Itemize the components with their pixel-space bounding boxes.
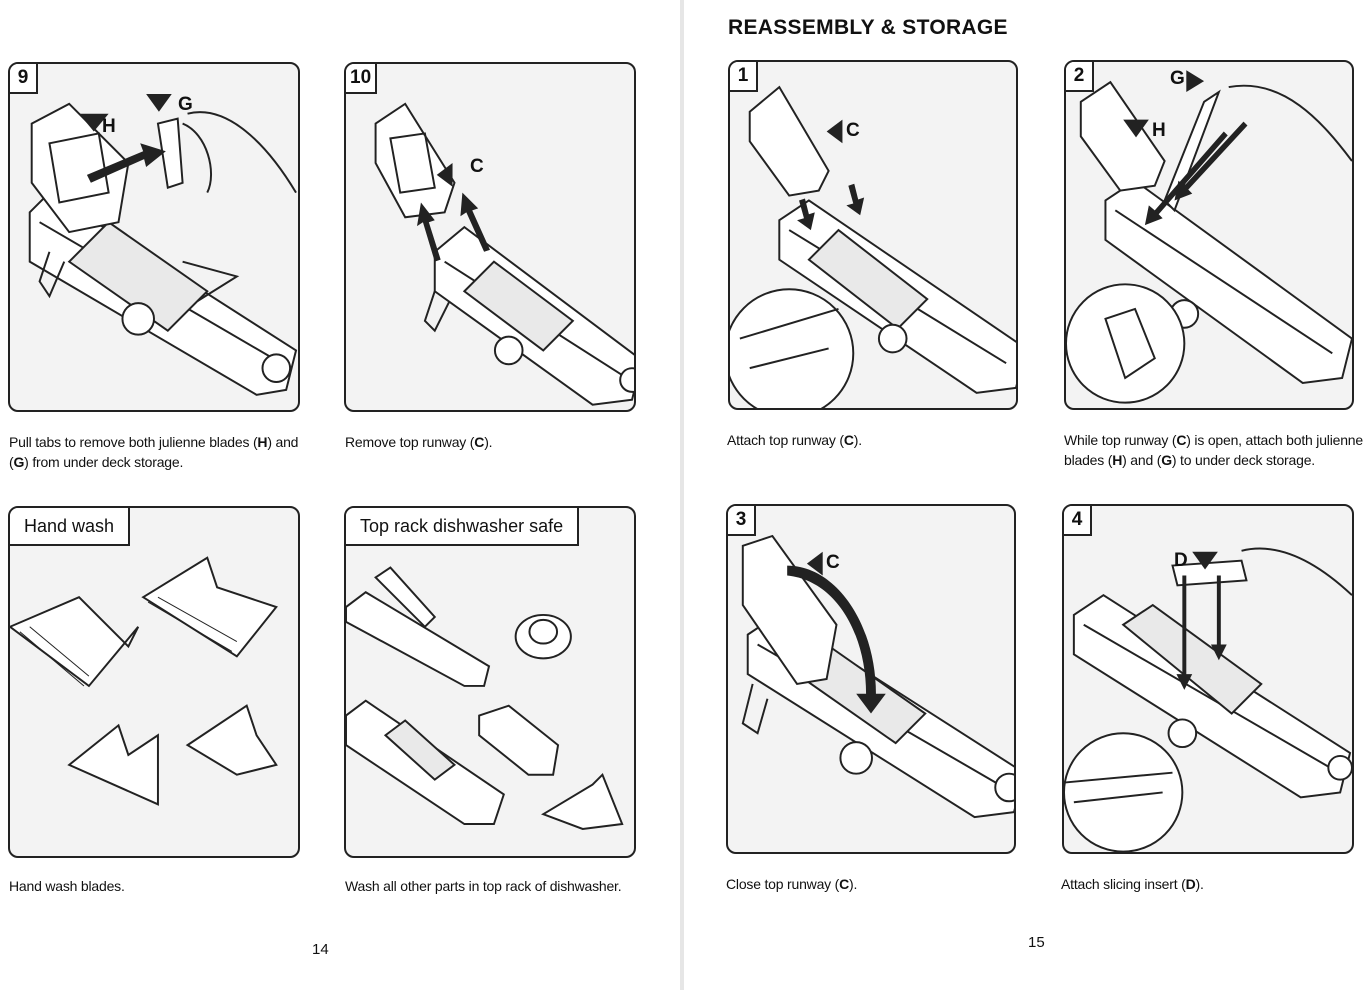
- dishwasher-caption: Wash all other parts in top rack of dish…: [345, 878, 622, 894]
- callout-g: G: [1170, 68, 1185, 89]
- callout-d-marker: [1192, 551, 1218, 570]
- callout-g: G: [178, 94, 193, 115]
- callout-c-marker: [806, 551, 823, 576]
- step-number: 4: [1064, 506, 1092, 536]
- callout-c: C: [846, 120, 860, 141]
- right-page: REASSEMBLY & STORAGE 1 C Attach top runw…: [684, 0, 1371, 990]
- step-10-illustration: [374, 102, 634, 406]
- reassembly-step-2-caption: While top runway (C) is open, attach bot…: [1064, 432, 1363, 468]
- step-4-illustration: [1064, 547, 1352, 852]
- dishwasher-panel: Top rack dishwasher safe: [344, 506, 636, 858]
- step-9-caption: Pull tabs to remove both julienne blades…: [9, 434, 299, 470]
- parts-illustration: [346, 566, 624, 830]
- section-title: REASSEMBLY & STORAGE: [728, 16, 1008, 39]
- left-page: 9 H G Pull tabs to remove bot: [0, 0, 680, 990]
- step-9-panel: 9 H G: [8, 62, 300, 412]
- reassembly-step-4-caption: Attach slicing insert (D).: [1061, 876, 1204, 892]
- reassembly-step-1-panel: 1 C: [728, 60, 1018, 410]
- step-number: 3: [728, 506, 756, 536]
- step-number: 10: [346, 64, 378, 94]
- page-number-right: 15: [1028, 934, 1045, 951]
- hand-wash-caption: Hand wash blades.: [9, 878, 125, 894]
- hand-wash-title: Hand wash: [10, 508, 131, 546]
- reassembly-step-3-caption: Close top runway (C).: [726, 876, 858, 892]
- step-9-illustration: [28, 93, 298, 396]
- blades-illustration: [10, 556, 278, 806]
- reassembly-step-1-caption: Attach top runway (C).: [727, 432, 862, 448]
- callout-d: D: [1174, 550, 1188, 571]
- callout-c: C: [470, 156, 484, 177]
- hand-wash-panel: Hand wash: [8, 506, 300, 858]
- callout-h: H: [1152, 120, 1166, 141]
- reassembly-step-2-panel: 2 G H: [1064, 60, 1354, 410]
- reassembly-step-4-panel: 4 D: [1062, 504, 1354, 854]
- page-number-left: 14: [312, 941, 329, 958]
- step-10-caption: Remove top runway (C).: [345, 434, 493, 450]
- callout-g-marker: [146, 93, 172, 112]
- step-3-illustration: [741, 534, 1014, 819]
- reassembly-step-3-panel: 3 C: [726, 504, 1016, 854]
- callout-h: H: [102, 116, 116, 137]
- callout-h-marker: [1123, 119, 1149, 138]
- dishwasher-title: Top rack dishwasher safe: [346, 508, 580, 546]
- callout-h-marker: [79, 113, 109, 132]
- step-number: 2: [1066, 62, 1094, 92]
- step-2-illustration: [1066, 70, 1352, 404]
- step-number: 9: [10, 64, 38, 94]
- callout-c-marker: [826, 119, 843, 144]
- callout-c: C: [826, 552, 840, 573]
- callout-c-marker: [436, 163, 453, 187]
- step-10-panel: 10 C: [344, 62, 636, 412]
- step-1-illustration: [730, 85, 1016, 408]
- callout-g-marker: [1186, 70, 1205, 92]
- step-number: 1: [730, 62, 758, 92]
- page-gutter: [680, 0, 684, 990]
